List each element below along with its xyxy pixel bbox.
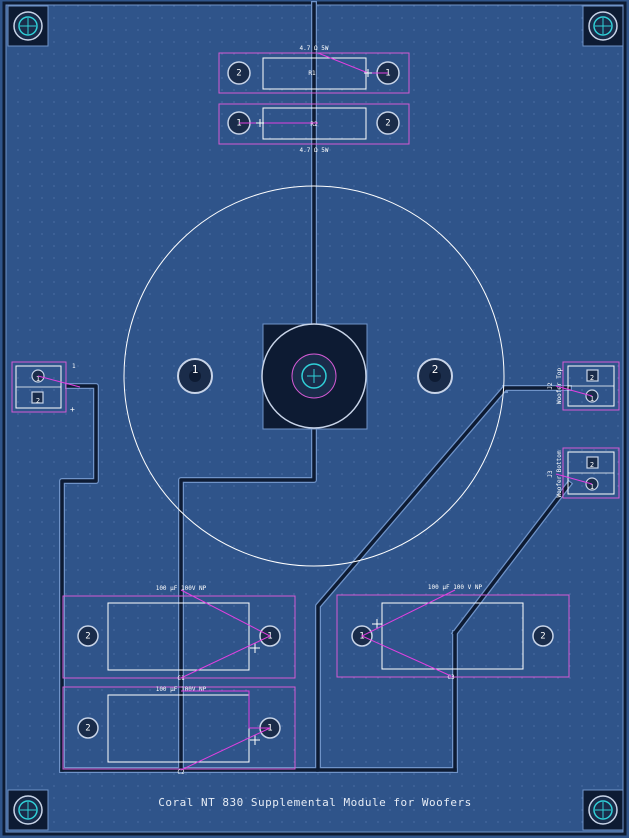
resistor-r2[interactable]: 4.7 Ω 5W R2 1 2	[218, 103, 410, 154]
inductor-pad-2[interactable]: 2	[417, 358, 453, 394]
j3-label: Woofer Bottom	[556, 450, 563, 497]
j2-courtyard	[562, 361, 620, 411]
mounting-hole-bottom-left	[7, 789, 49, 831]
j1-ref: 1	[72, 363, 76, 370]
c3-pad-2[interactable]: 2	[532, 625, 554, 647]
j1-courtyard	[11, 361, 67, 413]
pad-number: 2	[590, 461, 594, 469]
ratsnest-line	[360, 589, 456, 677]
r2-value: 4.7 Ω 5W	[300, 147, 329, 154]
r1-courtyard	[218, 52, 410, 94]
copper-traces	[59, 1, 574, 773]
pad-number: 1	[590, 483, 594, 491]
capacitor-c2[interactable]: 100 µF 100V NP C2 2 1	[62, 686, 296, 776]
pad-number: 1	[36, 375, 40, 383]
j1-polarity: +	[70, 405, 75, 414]
c2-courtyard	[62, 686, 296, 770]
r1-value: 4.7 Ω 5W	[300, 45, 329, 52]
j2-ref: J2	[547, 382, 554, 390]
c1-ref: C1	[177, 675, 185, 682]
c3-ref: C3	[447, 674, 455, 681]
c2-pad-2[interactable]: 2	[77, 717, 99, 739]
pad-number: 2	[590, 374, 594, 382]
c2-ref: C2	[177, 769, 185, 776]
ratsnest-line	[37, 375, 81, 388]
pad-number: 1	[192, 363, 199, 376]
mounting-hole-bottom-right	[582, 789, 624, 831]
ratsnest-line	[555, 473, 593, 485]
pad-number: 1	[590, 395, 594, 403]
j2-label: Woofer Top	[556, 368, 563, 405]
capacitor-c1[interactable]: 100 µF 100V NP C1 2 1	[62, 585, 296, 682]
pad-number: 2	[432, 363, 439, 376]
inductor-outline	[123, 185, 505, 567]
connector-j1[interactable]: 1 2 1 +	[11, 361, 81, 414]
j3-pad-2[interactable]: 2	[586, 456, 599, 469]
j3-pad-1[interactable]: 1	[585, 477, 599, 491]
j2-pad-1[interactable]: 1	[585, 389, 599, 403]
c1-value: 100 µF 100V NP	[156, 585, 207, 592]
ratsnest-line	[555, 385, 593, 397]
c3-value: 100 µF 100 V NP	[428, 584, 483, 591]
ratsnest-line	[180, 690, 271, 771]
r1-ref: R1	[308, 70, 316, 77]
inductor-l1[interactable]: 1 2	[123, 185, 505, 567]
c1-courtyard	[62, 595, 296, 679]
c1-body	[107, 602, 250, 671]
c3-courtyard	[336, 594, 570, 678]
connector-j3[interactable]: 2 1 J3 Woofer Bottom	[547, 447, 620, 499]
capacitor-c3[interactable]: 100 µF 100 V NP C3 1 2	[336, 584, 570, 681]
c2-value: 100 µF 100V NP	[156, 686, 207, 693]
connector-j2[interactable]: 2 1 J2 Woofer Top	[547, 361, 620, 411]
ratsnest-line	[180, 589, 272, 679]
pad-number: 2	[85, 632, 90, 642]
j1-pad-1[interactable]: 1	[31, 369, 45, 383]
c3-body	[381, 602, 524, 670]
r1-pad-2[interactable]: 2	[227, 61, 251, 85]
mounting-hole-top-right	[582, 5, 624, 47]
inductor-pad-1[interactable]: 1	[177, 358, 213, 394]
c1-pad-2[interactable]: 2	[77, 625, 99, 647]
mounting-hole-top-left	[7, 5, 49, 47]
pad-number: 2	[85, 724, 90, 734]
j2-pad-2[interactable]: 2	[586, 369, 599, 382]
r2-courtyard	[218, 103, 410, 145]
pad-number: 2	[540, 632, 545, 642]
r2-pad-2[interactable]: 2	[376, 111, 400, 135]
pad-number: 2	[236, 69, 241, 79]
j1-pad-2[interactable]: 2	[31, 391, 44, 405]
board-title: Coral NT 830 Supplemental Module for Woo…	[158, 796, 471, 809]
pad-number: 2	[36, 397, 40, 405]
resistor-r1[interactable]: 4.7 Ω 5W R1 2 1	[218, 45, 410, 94]
r2-ref: R2	[310, 121, 318, 128]
j3-ref: J3	[547, 470, 554, 478]
pad-number: 2	[385, 119, 390, 129]
j3-courtyard	[562, 447, 620, 499]
